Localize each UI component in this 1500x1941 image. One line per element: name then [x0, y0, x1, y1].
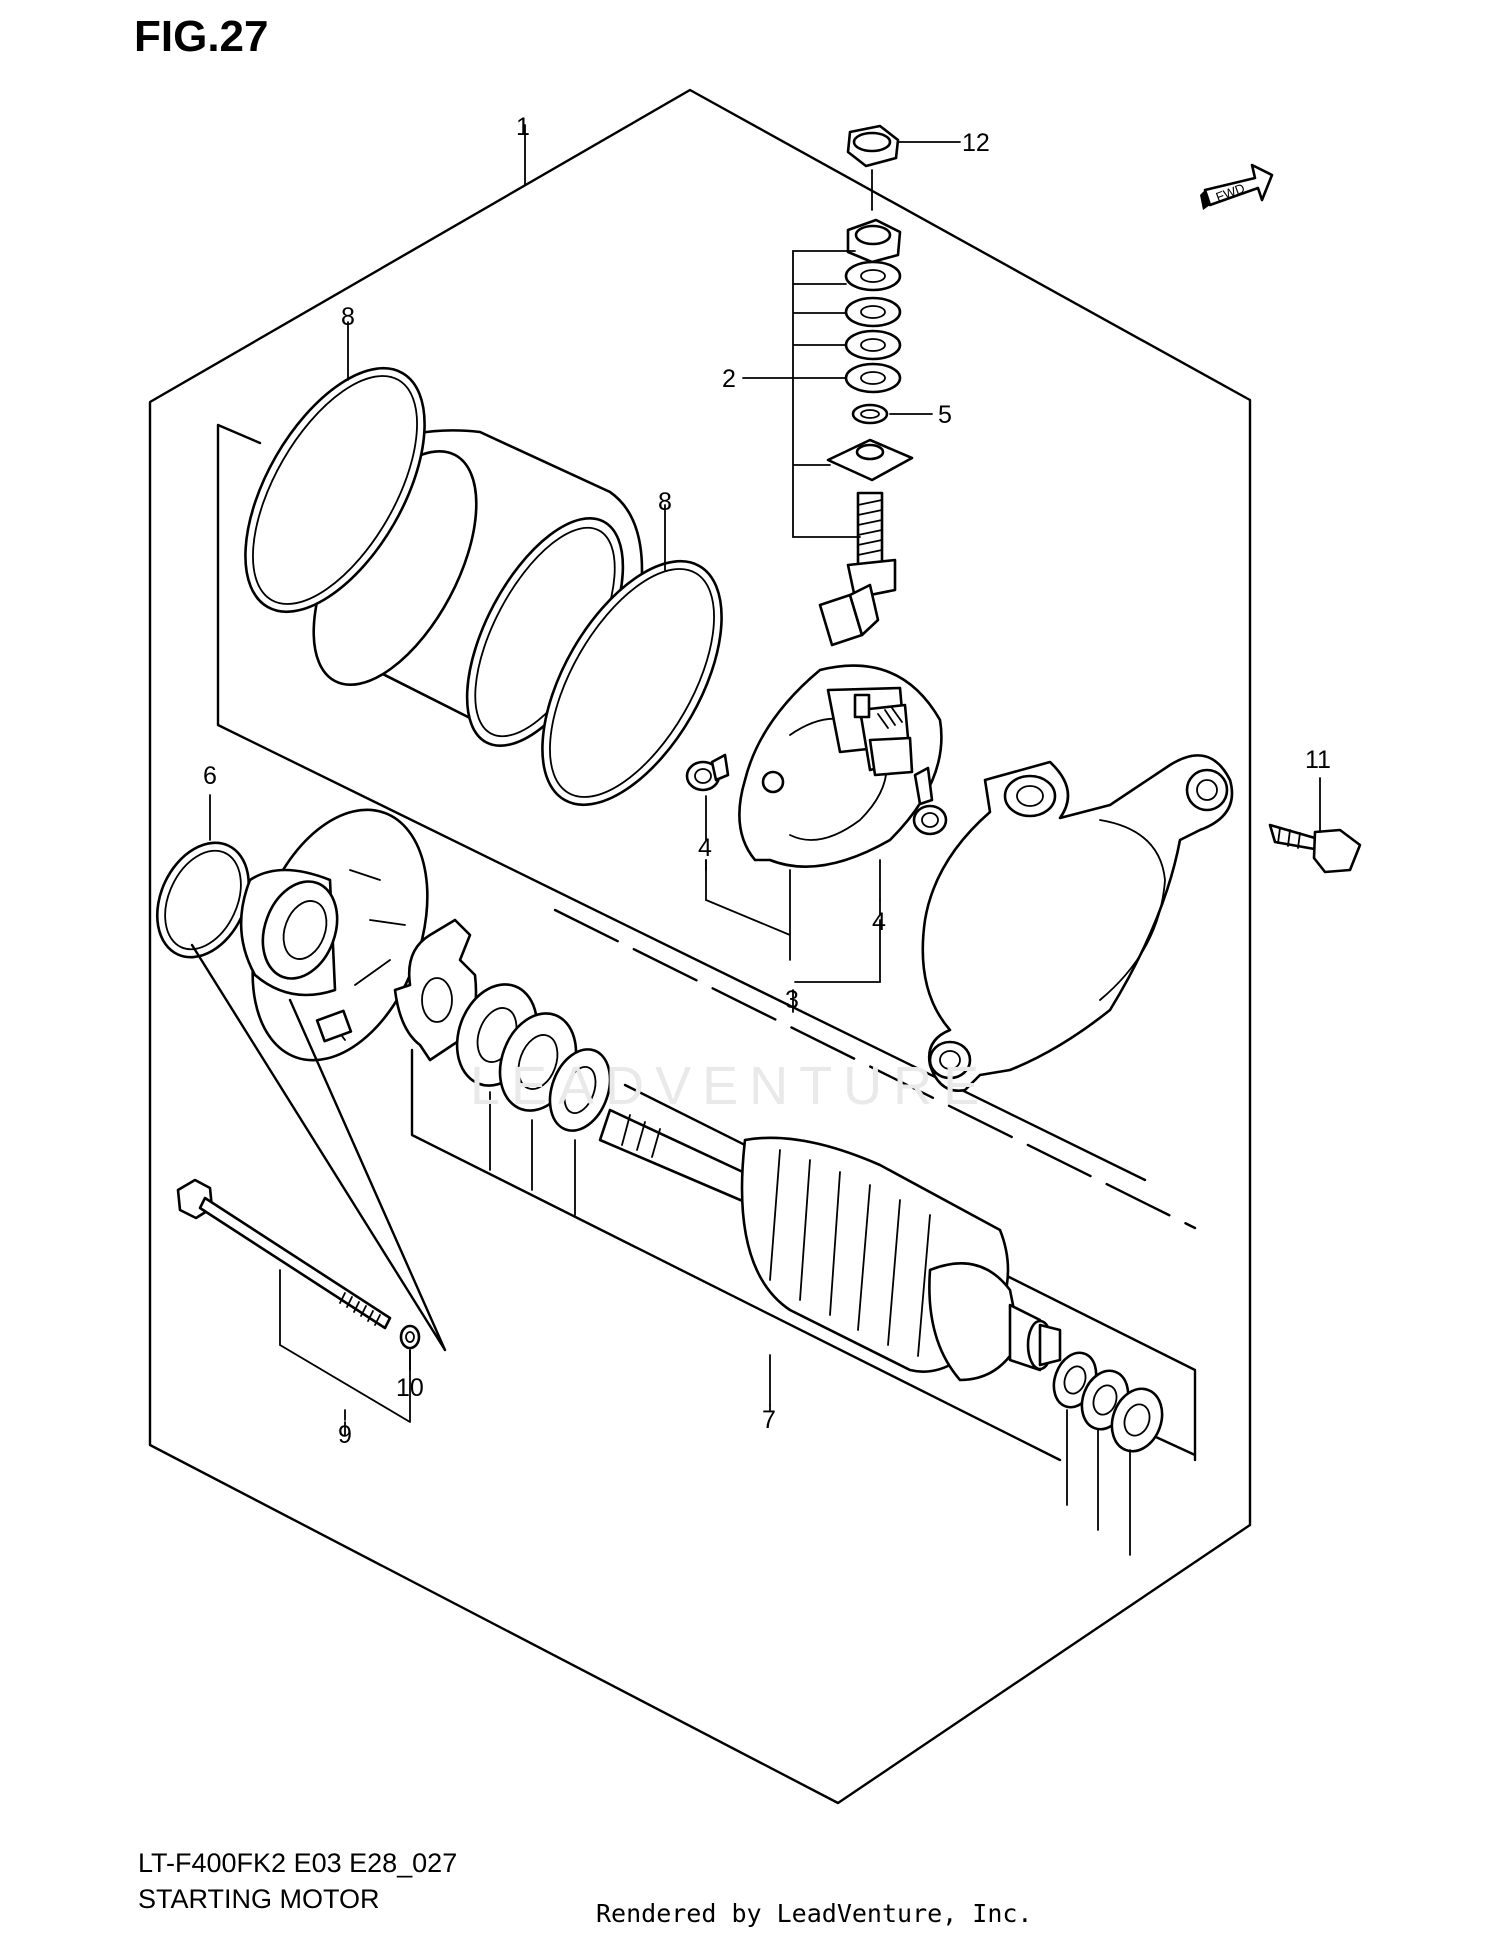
leader-lines	[209, 124, 881, 1421]
terminal-nut-stack	[846, 218, 902, 264]
cover-guide-lines	[190, 943, 447, 1352]
render-credit: Rendered by LeadVenture, Inc.	[596, 1899, 1033, 1928]
o-ring-5	[851, 403, 889, 425]
front-cover-housing	[239, 808, 429, 1062]
callout-10: 10	[396, 1374, 424, 1402]
o-ring-6	[155, 841, 251, 959]
through-bolt-9	[176, 1178, 392, 1330]
callout-3: 3	[785, 986, 799, 1014]
washer-10	[399, 1324, 421, 1350]
washer-brackets	[411, 1091, 576, 1216]
insulator-washer	[393, 918, 478, 1062]
end-cover-housing	[921, 754, 1234, 1092]
model-code: LT-F400FK2 E03 E28_027	[138, 1848, 458, 1878]
callout-2-bracket	[792, 250, 861, 538]
assembly-outline	[148, 88, 1252, 1805]
callout-8-right: 8	[658, 488, 672, 516]
brush-spring-right	[912, 766, 948, 836]
callout-7: 7	[762, 1406, 776, 1434]
brush-lead	[818, 583, 880, 647]
fwd-arrow: FWD	[1200, 163, 1274, 210]
o-ring-8-left	[244, 366, 426, 614]
callout-4-left: 4	[698, 834, 712, 862]
terminal-nut-12	[846, 124, 900, 168]
o-ring-8-right	[541, 559, 723, 807]
insulator-plate	[826, 438, 914, 482]
callout-2: 2	[722, 365, 736, 393]
armature-group-dash	[553, 908, 1197, 1230]
callout-6: 6	[203, 762, 217, 790]
callout-11: 11	[1305, 746, 1331, 774]
fwd-label: FWD	[1214, 180, 1247, 204]
callout-8-left: 8	[341, 303, 355, 331]
brush-spring-left	[685, 753, 730, 792]
terminal-bolt	[846, 491, 897, 600]
terminal-washers	[844, 260, 902, 394]
yoke-housing	[312, 429, 644, 747]
armature-washer-brackets	[1066, 1409, 1131, 1556]
callout-9: 9	[338, 1421, 352, 1449]
thrust-washers	[455, 983, 612, 1132]
callout-4-3-bracket	[705, 795, 881, 983]
callout-4-right: 4	[872, 908, 886, 936]
figure-title: FIG.27	[134, 12, 269, 61]
armature-washers	[1052, 1351, 1164, 1453]
diagram-name: STARTING MOTOR	[138, 1884, 380, 1914]
callout-5: 5	[938, 401, 952, 429]
armature	[598, 1108, 1062, 1382]
callout-1: 1	[516, 113, 530, 141]
watermark: LEADVENTURE	[470, 1056, 991, 1116]
bolt-11	[1268, 823, 1362, 874]
callout-12: 12	[962, 129, 990, 157]
brush-holder-plate	[738, 664, 943, 868]
